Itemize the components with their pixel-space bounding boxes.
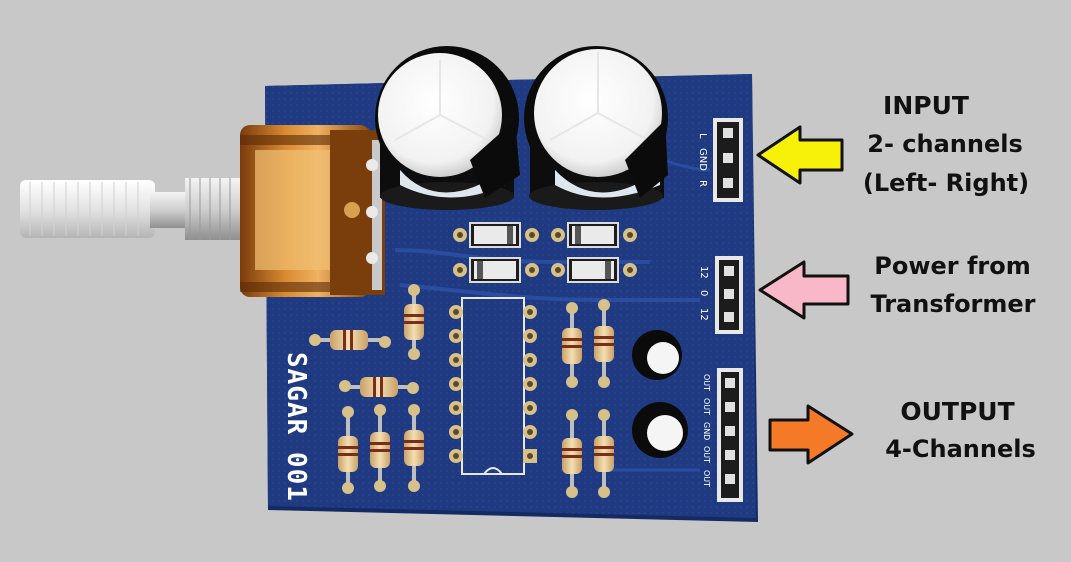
- pin-label: R: [697, 180, 708, 187]
- pin-label: OUT: [702, 470, 711, 487]
- electrolytic-capacitor: [524, 46, 668, 210]
- resistor: [404, 284, 424, 360]
- electrolytic-capacitor: [375, 46, 520, 210]
- resistor: [339, 377, 419, 397]
- ic-chip: [449, 297, 537, 475]
- pin-label: 12: [698, 308, 709, 321]
- power-label-line1: Power from: [874, 252, 1031, 280]
- pin-label: GND: [702, 422, 711, 440]
- resistor: [370, 404, 390, 492]
- output-arrow-icon: [768, 404, 854, 465]
- pin-label: 0: [698, 290, 709, 296]
- resistor: [594, 299, 614, 388]
- pin-label: OUT: [702, 398, 711, 415]
- pin-label: L: [697, 133, 708, 139]
- brand-silkscreen: SAGAR 001: [281, 352, 311, 502]
- pin-label: OUT: [702, 374, 711, 391]
- output-title: OUTPUT: [900, 397, 1015, 426]
- diode: [551, 222, 637, 248]
- diode: [453, 222, 539, 248]
- diode: [453, 257, 539, 283]
- input-arrow-icon: [756, 125, 844, 185]
- resistor: [594, 409, 614, 498]
- small-capacitor: [632, 330, 682, 380]
- input-title: INPUT: [883, 91, 969, 120]
- power-header: [715, 256, 743, 334]
- resistor: [404, 404, 424, 492]
- small-capacitor: [632, 402, 688, 458]
- resistor: [338, 406, 358, 494]
- output-header: [717, 368, 743, 502]
- output-channels-label: 4-Channels: [885, 435, 1036, 463]
- input-header: [713, 118, 743, 202]
- input-left-right-label: (Left- Right): [862, 169, 1030, 197]
- resistor: [309, 330, 391, 350]
- diode: [551, 257, 637, 283]
- pin-label: OUT: [702, 446, 711, 463]
- input-channels-label: 2- channels: [867, 130, 1023, 158]
- power-arrow-icon: [758, 260, 850, 320]
- resistor: [562, 409, 582, 498]
- power-label-line2: Transformer: [870, 290, 1036, 318]
- pin-label: 12: [698, 266, 709, 279]
- pin-label: GND: [697, 148, 708, 171]
- resistor: [562, 302, 582, 388]
- potentiometer: [20, 125, 385, 297]
